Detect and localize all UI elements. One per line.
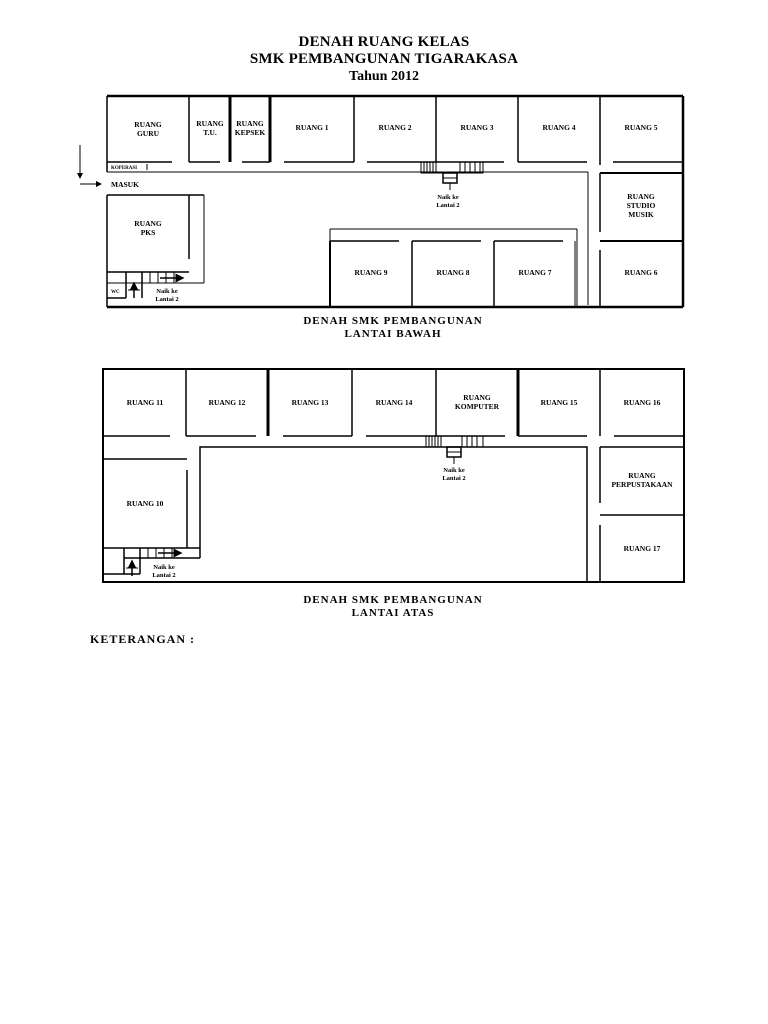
room-label-guru: RUANG — [134, 120, 162, 129]
room-label-ruang-2: RUANG 2 — [378, 123, 411, 132]
room-label-perpustakaan-line2: PERPUSTAKAAN — [611, 480, 673, 489]
room-label-pks: RUANG — [134, 219, 162, 228]
room-label-ruang-15: RUANG 15 — [541, 398, 578, 407]
room-label-ruang-8: RUANG 8 — [436, 268, 469, 277]
koperasi-label: KOPERASI — [111, 166, 137, 171]
entrance-label: MASUK — [111, 180, 139, 189]
upper-floor-plan — [102, 368, 685, 583]
document-header: DENAH RUANG KELAS SMK PEMBANGUNAN TIGARA… — [0, 34, 768, 85]
ground-floor-plan — [77, 94, 685, 309]
room-label-perpustakaan: RUANG — [628, 471, 656, 480]
ground-floor-caption: DENAH SMK PEMBANGUNAN LANTAI BAWAH — [0, 315, 768, 341]
stairs-label-west-line2: Lantai 2 — [155, 296, 178, 303]
room-label-kepsek-line2: KEPSEK — [235, 128, 266, 137]
room-label-ruang-11: RUANG 11 — [127, 398, 164, 407]
ground-floor-labels: RUANG GURU RUANG T.U. RUANG KEPSEK RUANG… — [134, 119, 658, 303]
room-label-ruang-10: RUANG 10 — [127, 499, 164, 508]
room-label-ruang-13: RUANG 13 — [292, 398, 329, 407]
room-label-ruang-6: RUANG 6 — [624, 268, 657, 277]
stairs-icon — [420, 161, 484, 190]
stairs-label-west: Naik ke — [156, 288, 178, 295]
room-label-ruang-4: RUANG 4 — [542, 123, 575, 132]
room-label-tu-line2: T.U. — [203, 128, 217, 137]
room-label-kepsek: RUANG — [236, 119, 264, 128]
room-label-studio: RUANG — [627, 192, 655, 201]
stairs-label-upper-west-line2: Lantai 2 — [152, 572, 175, 579]
room-label-ruang-17: RUANG 17 — [624, 544, 661, 553]
room-label-komputer: RUANG — [463, 393, 491, 402]
stairs-icon-upper — [425, 435, 484, 464]
ground-floor-caption-line1: DENAH SMK PEMBANGUNAN — [303, 315, 483, 327]
room-label-tu: RUANG — [196, 119, 224, 128]
room-label-guru-line2: GURU — [137, 129, 160, 138]
room-label-ruang-16: RUANG 16 — [624, 398, 661, 407]
ground-floor-caption-line2: LANTAI BAWAH — [344, 328, 442, 340]
school-name: SMK PEMBANGUNAN TIGARAKASA — [249, 51, 519, 67]
room-label-ruang-5: RUANG 5 — [624, 123, 657, 132]
stairs-label-upper-west: Naik ke — [153, 564, 175, 571]
room-label-pks-line2: PKS — [141, 228, 156, 237]
room-label-ruang-14: RUANG 14 — [376, 398, 413, 407]
room-label-ruang-1: RUANG 1 — [295, 123, 328, 132]
room-label-ruang-3: RUANG 3 — [460, 123, 493, 132]
upper-floor-caption-line1: DENAH SMK PEMBANGUNAN — [303, 594, 483, 606]
stairs-label-upper-line2: Lantai 2 — [442, 475, 465, 482]
room-label-ruang-7: RUANG 7 — [518, 268, 551, 277]
stairs-label-line2: Lantai 2 — [436, 202, 459, 209]
wc-label: WC — [111, 290, 120, 295]
legend-heading: KETERANGAN : — [90, 632, 196, 646]
document-year: Tahun 2012 — [349, 69, 419, 84]
room-label-studio-line2: STUDIO — [627, 201, 656, 210]
room-label-studio-line3: MUSIK — [628, 210, 654, 219]
upper-floor-caption-line2: LANTAI ATAS — [351, 607, 435, 619]
stairs-label-upper: Naik ke — [443, 467, 465, 474]
room-label-ruang-9: RUANG 9 — [354, 268, 387, 277]
ground-floor-small-labels: KOPERASI WC — [111, 166, 137, 295]
stairs-label: Naik ke — [437, 194, 459, 201]
document-title: DENAH RUANG KELAS — [298, 34, 470, 50]
room-label-ruang-12: RUANG 12 — [209, 398, 246, 407]
upper-floor-caption: DENAH SMK PEMBANGUNAN LANTAI ATAS — [0, 594, 768, 620]
room-label-komputer-line2: KOMPUTER — [455, 402, 500, 411]
upper-floor-labels: RUANG 11 RUANG 12 RUANG 13 RUANG 14 RUAN… — [127, 393, 674, 579]
